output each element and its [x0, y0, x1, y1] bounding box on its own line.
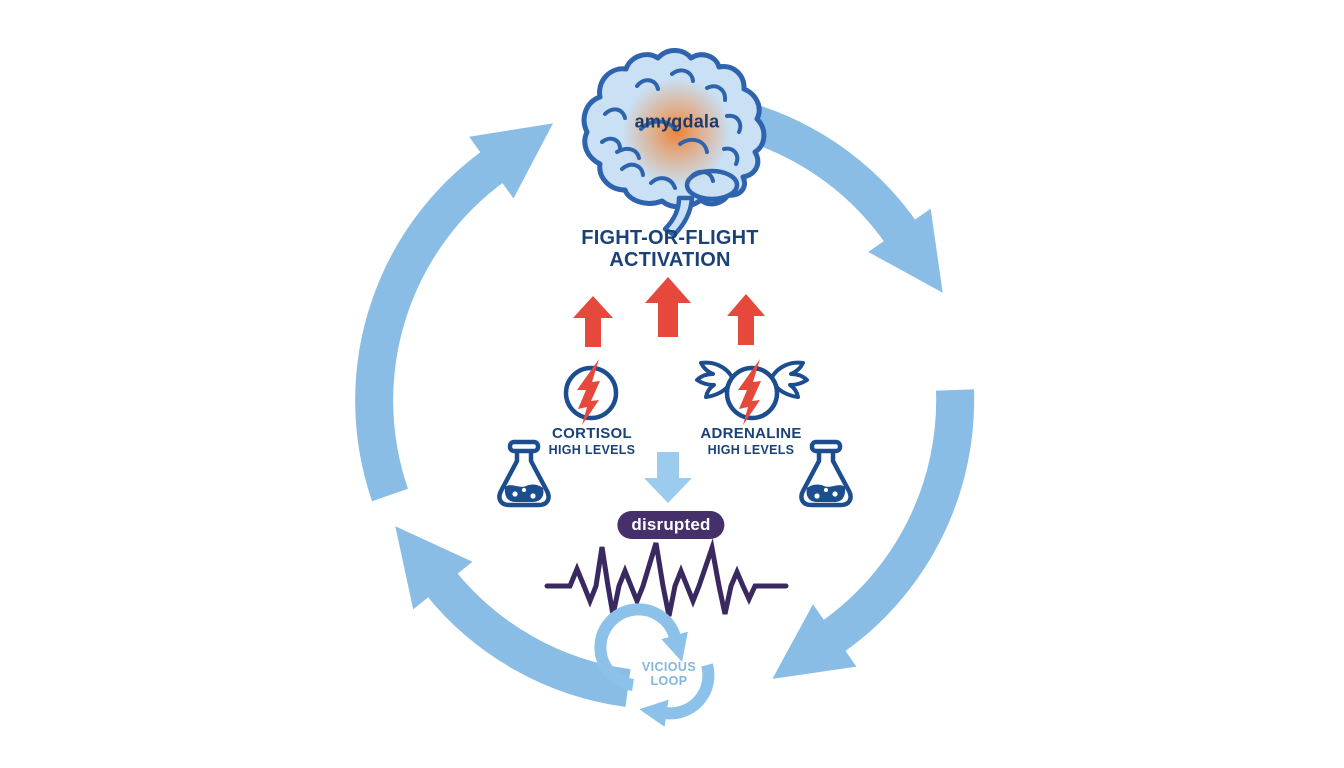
cortisol-label: CORTISOL	[552, 425, 632, 442]
adrenaline-label: ADRENALINE	[700, 425, 802, 442]
activation-title: FIGHT-OR-FLIGHT ACTIVATION	[581, 227, 759, 271]
lightning-bolt-icon	[738, 359, 761, 425]
down-arrow-icon	[644, 452, 692, 503]
amygdala-highlight	[623, 78, 731, 186]
adrenaline-label-group: ADRENALINE HIGH LEVELS	[700, 425, 801, 457]
up-arrow-center-icon	[645, 277, 691, 337]
cortisol-lightning-icon	[563, 359, 619, 425]
cycle-arrow-top-to-right	[748, 105, 943, 293]
up-arrow-right-icon	[727, 294, 765, 345]
brain-icon	[581, 48, 767, 238]
cycle-arrow-right-to-bottom	[772, 389, 975, 679]
lightning-bolt-icon	[577, 359, 600, 425]
brain-stem	[662, 195, 695, 238]
flask-right-icon	[799, 439, 853, 508]
cycle-arrow-left-to-top	[355, 123, 553, 502]
disrupted-status-badge: disrupted	[617, 511, 725, 539]
cortisol-level-label: HIGH LEVELS	[548, 443, 636, 457]
brain-region-label: amygdala	[634, 111, 720, 132]
vicious-loop-label: VICIOUS LOOP	[641, 660, 697, 688]
ekg-waveform	[544, 538, 789, 617]
vicious-loop-icon	[594, 603, 715, 727]
adrenaline-level-label: HIGH LEVELS	[707, 443, 795, 457]
flask-left-icon	[497, 439, 551, 508]
cortisol-label-group: CORTISOL HIGH LEVELS	[549, 425, 636, 457]
brain-folds	[600, 68, 743, 190]
cycle-arrow-bottom-to-left	[395, 526, 631, 707]
up-arrow-left-icon	[573, 296, 613, 347]
adrenaline-winged-lightning-icon	[695, 359, 809, 425]
